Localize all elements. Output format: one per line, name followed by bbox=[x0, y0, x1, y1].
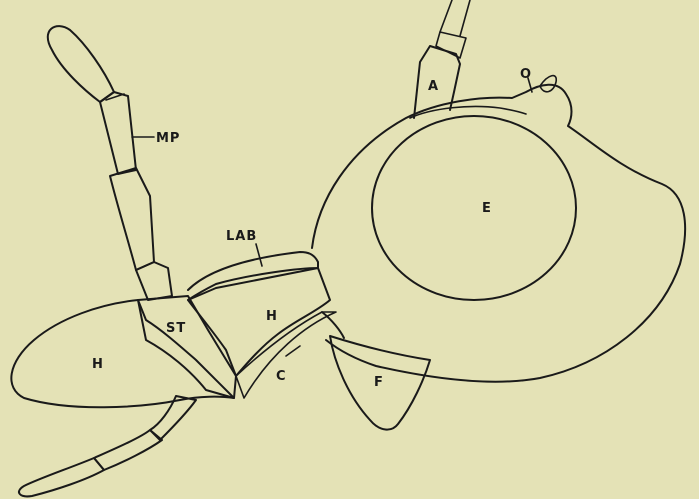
label-antenna: A bbox=[428, 79, 439, 94]
cardo-pointer bbox=[286, 346, 300, 356]
antenna-segment-middle bbox=[436, 32, 466, 58]
lower-appendage-mid bbox=[94, 430, 162, 470]
lower-appendage-tip bbox=[19, 458, 104, 496]
label-labrum: LAB bbox=[226, 229, 257, 244]
ocellus-outline bbox=[540, 76, 556, 92]
palp-segment-2 bbox=[100, 92, 136, 174]
palp-segment-3 bbox=[110, 168, 154, 270]
head-capsule-outline bbox=[312, 85, 685, 382]
label-head-lower: H bbox=[92, 357, 104, 372]
palp-segment-4 bbox=[136, 262, 172, 300]
lower-appendage-base bbox=[150, 396, 196, 440]
lab-pointer bbox=[256, 244, 262, 266]
label-head-upper: H bbox=[266, 309, 278, 324]
labrum-outline bbox=[188, 252, 318, 300]
head-capsule bbox=[312, 76, 685, 382]
label-stipes: ST bbox=[166, 321, 186, 336]
antenna-segment-tip bbox=[440, 0, 470, 36]
label-foreleg-base: F bbox=[374, 375, 384, 390]
cheek-line bbox=[322, 312, 344, 338]
label-cardo: C bbox=[276, 369, 287, 384]
label-maxillary-palp: MP bbox=[156, 131, 180, 146]
cardo-strip bbox=[236, 312, 336, 398]
label-ocellus: O bbox=[520, 67, 532, 82]
head-lower-region bbox=[188, 268, 330, 376]
maxillary-palp bbox=[48, 26, 172, 300]
compound-eye bbox=[372, 116, 576, 300]
label-eye: E bbox=[482, 201, 492, 216]
lower-appendage bbox=[19, 396, 196, 496]
stipes-region bbox=[138, 296, 236, 398]
palp-segment-tip bbox=[48, 26, 114, 102]
